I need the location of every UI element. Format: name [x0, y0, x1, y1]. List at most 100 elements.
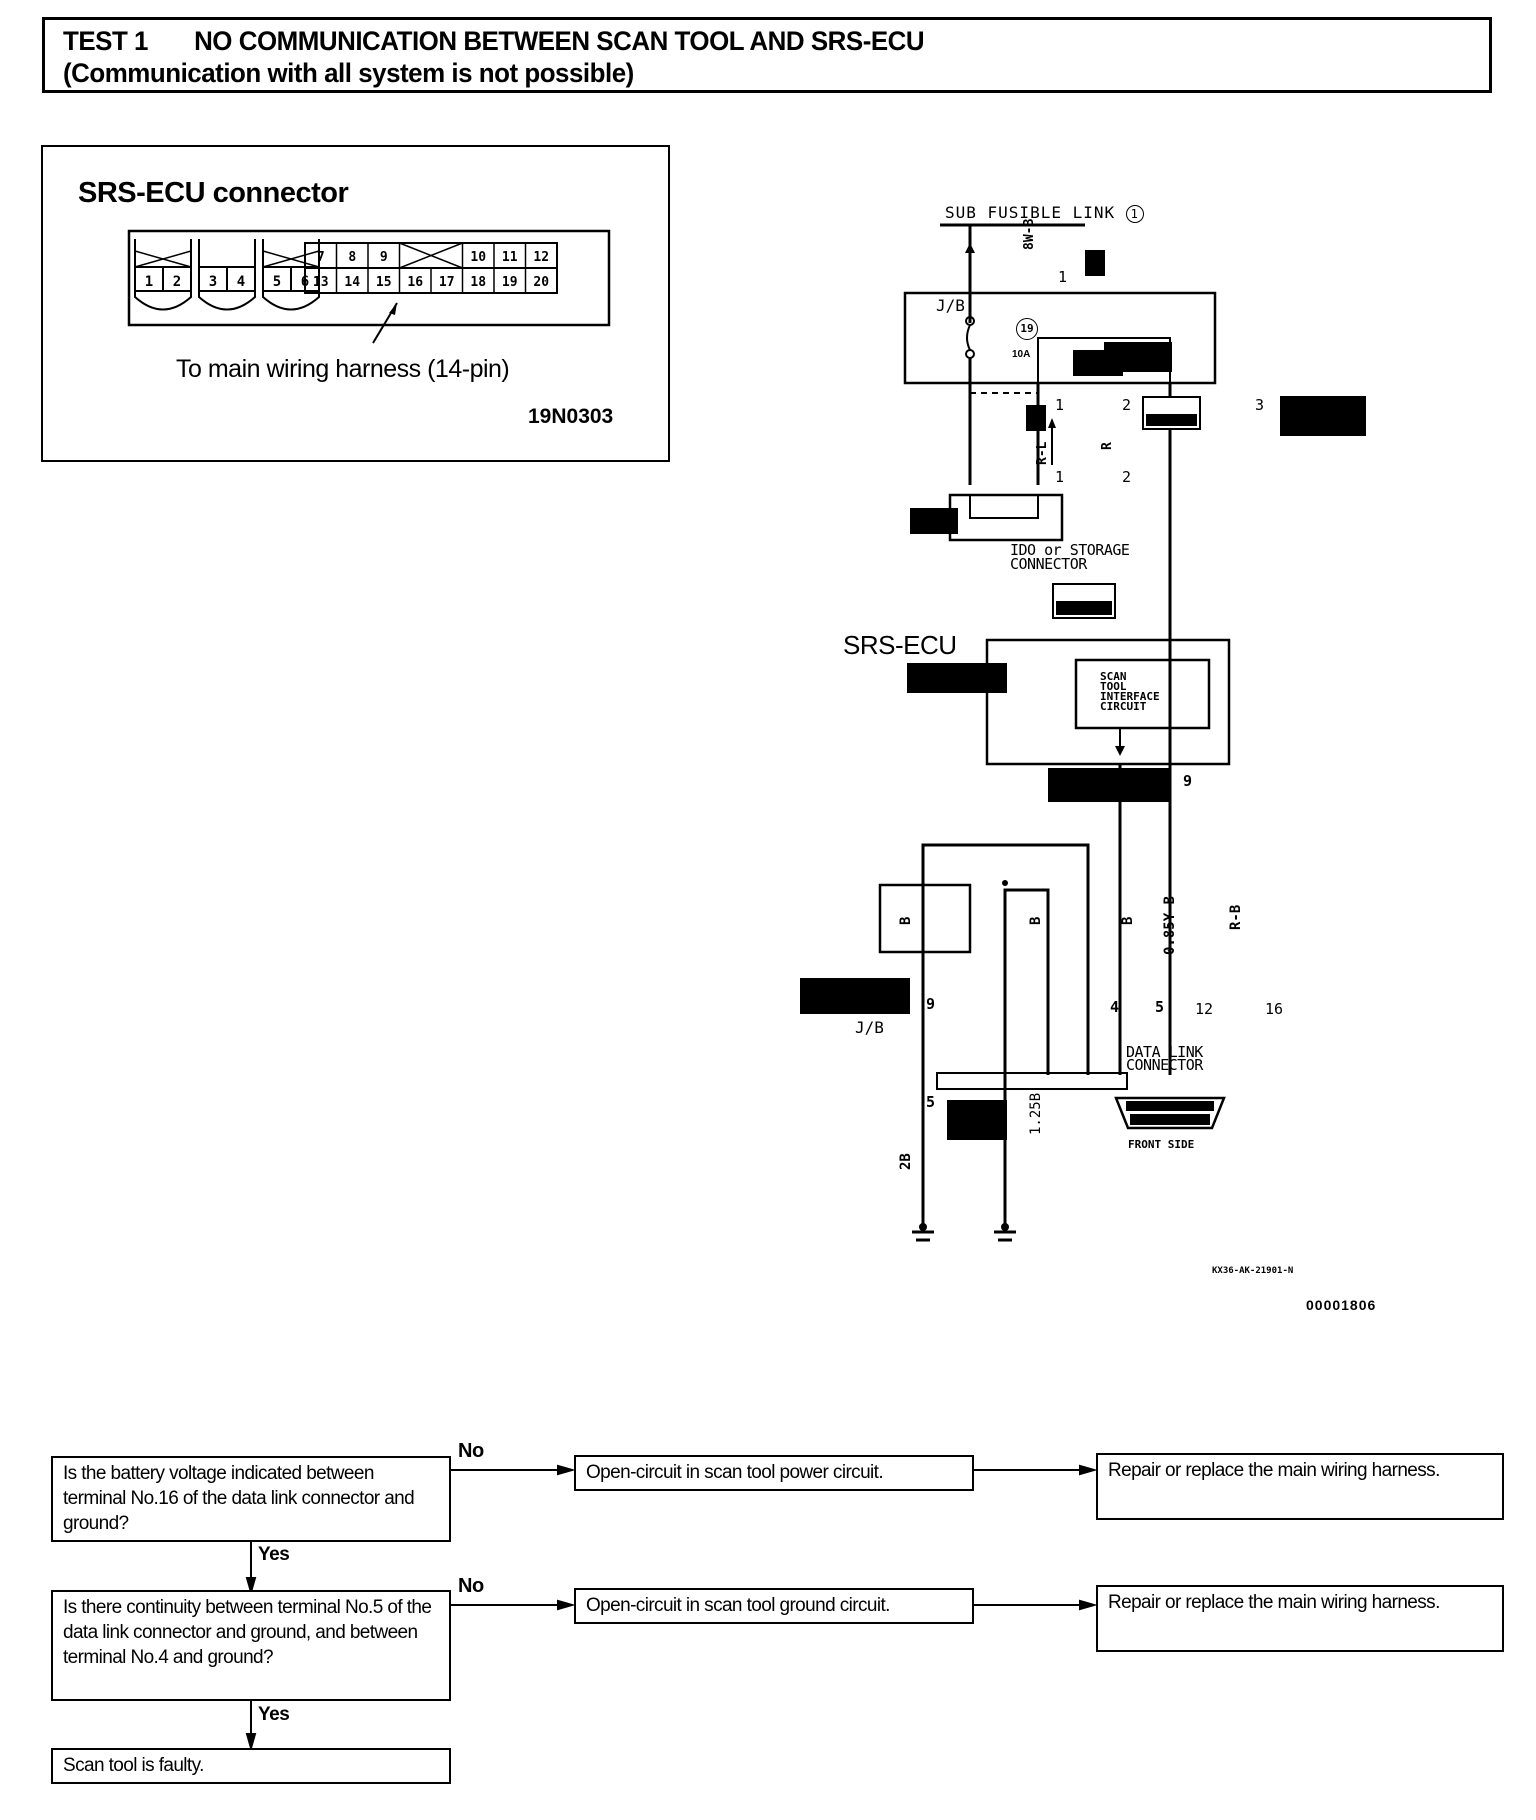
q2-yes-label: Yes — [258, 1704, 290, 1725]
terminal-arrow-jb-1 — [965, 243, 975, 253]
jb-lower-terminal-5: 5 — [926, 1093, 936, 1111]
connector-pin-18: 18 — [470, 275, 486, 290]
connector-icon-jb-top — [1026, 405, 1046, 431]
test-title: TEST 1 NO COMMUNICATION BETWEEN SCAN TOOL… — [63, 26, 925, 57]
connector-icon-jb-lower-5 — [947, 1100, 1007, 1140]
q1-yes-label: Yes — [258, 1544, 290, 1565]
connector-pin-3: 3 — [209, 274, 217, 290]
connector-icon-jb-2 — [1142, 396, 1201, 430]
fuse-number: 19 — [1016, 318, 1038, 340]
q1-no-arrowhead — [557, 1464, 576, 1476]
connector-icon-ido — [910, 508, 958, 534]
r1-arrowhead — [1079, 1464, 1098, 1476]
connector-pin-7: 7 — [317, 250, 325, 265]
connector-icon-ido — [1052, 583, 1116, 619]
test-number: TEST 1 — [63, 26, 148, 56]
flowchart-question-1: Is the battery voltage indicated between… — [51, 1456, 451, 1542]
fusible-link-number: 1 — [1125, 205, 1144, 223]
ido-terminal-1: 1 — [1055, 468, 1065, 486]
connector-pin-15: 15 — [376, 275, 392, 290]
dlc-terminal-5: 5 — [1155, 998, 1165, 1016]
connector-caption: To main wiring harness (14-pin) — [176, 355, 510, 383]
connector-pin-17: 17 — [439, 275, 455, 290]
ground-point-1 — [919, 1223, 927, 1231]
wire-125b — [1003, 888, 1050, 1230]
test-header: TEST 1 NO COMMUNICATION BETWEEN SCAN TOOL… — [42, 17, 1492, 93]
ecu-output-arrow — [1115, 746, 1125, 756]
connector-pin-2: 2 — [173, 274, 181, 290]
diagram-figure-code: 00001806 — [1306, 1297, 1377, 1313]
wire-b-loop — [921, 843, 1090, 1230]
flowchart-result-2: Open-circuit in scan tool ground circuit… — [574, 1588, 974, 1624]
srs-ecu-box — [985, 638, 1231, 766]
q2-no-arrowhead — [557, 1599, 576, 1611]
connector-pin-13: 13 — [313, 275, 329, 290]
signal-direction-arrow — [1048, 418, 1056, 428]
dlc-front-side-label: FRONT SIDE — [1128, 1138, 1195, 1151]
jb-terminal-2: 2 — [1122, 396, 1132, 414]
connector-pin-12: 12 — [533, 250, 549, 265]
flowchart-question-2: Is there continuity between terminal No.… — [51, 1590, 451, 1701]
srs-ecu-label: SRS-ECU — [843, 630, 957, 660]
q2-no-label: No — [458, 1575, 484, 1597]
r2-arrowhead — [1079, 1599, 1098, 1611]
q1-no-label: No — [458, 1440, 484, 1462]
connector-icon-jb-3 — [1104, 342, 1172, 372]
connector-pin-10: 10 — [470, 250, 486, 265]
connector-panel-title: SRS-ECU connector — [78, 177, 349, 209]
jb-lower-label: J/B — [855, 1018, 884, 1037]
connector-outline — [127, 229, 611, 327]
connector-figure-code: 19N0303 — [528, 405, 614, 428]
fuse-element — [966, 324, 971, 351]
connector-icon-ecu — [1048, 768, 1170, 802]
sub-fusible-link-label: SUB FUSIBLE LINK 1 — [945, 203, 1144, 223]
connector-icon-jb-3 — [1280, 396, 1366, 436]
jb-terminal-1: 1 — [1055, 396, 1065, 414]
flowchart-action-1: Repair or replace the main wiring harnes… — [1096, 1453, 1504, 1520]
fuse-rating: 10A — [1012, 349, 1031, 360]
connector-pin-1: 1 — [145, 274, 153, 290]
flowchart-result-1: Open-circuit in scan tool power circuit. — [574, 1455, 974, 1491]
scan-tool-interface-circuit — [1074, 658, 1211, 730]
connector-pin-9: 9 — [380, 250, 388, 265]
junction-block-lower — [878, 883, 972, 954]
connector-pin-14: 14 — [344, 275, 360, 290]
splice-point — [1002, 880, 1008, 886]
dlc-terminal-16: 16 — [1265, 1000, 1284, 1018]
test-subtitle: (Communication with all system is not po… — [63, 58, 634, 88]
jb-input-terminal: 1 — [1058, 268, 1068, 286]
flowchart-action-2: Repair or replace the main wiring harnes… — [1096, 1585, 1504, 1652]
connector-icon-jb-feed — [1085, 250, 1105, 276]
ground-point-2 — [1001, 1223, 1009, 1231]
connector-icon-jb-lower-9 — [800, 978, 910, 1014]
connector-pin-19: 19 — [502, 275, 518, 290]
ecu-terminal: 9 — [1183, 772, 1193, 790]
wiring-diagram — [878, 223, 1231, 1242]
connector-pin-16: 16 — [407, 275, 423, 290]
dlc-front-face-icon — [1114, 1096, 1226, 1130]
test-heading: NO COMMUNICATION BETWEEN SCAN TOOL AND S… — [194, 26, 925, 56]
ido-terminal-2: 2 — [1122, 468, 1132, 486]
diagram-reference-code: KX36-AK-21901-N — [1212, 1266, 1294, 1276]
connector-pin-4: 4 — [237, 274, 245, 290]
jb-terminal-3: 3 — [1255, 396, 1265, 414]
connector-icon-ecu — [907, 663, 1007, 693]
jb-lower-terminal-9: 9 — [926, 995, 936, 1013]
flowchart-end-result: Scan tool is faulty. — [51, 1748, 451, 1784]
data-link-connector — [936, 1072, 1128, 1090]
connector-pin-5: 5 — [273, 274, 281, 290]
connector-pin-11: 11 — [502, 250, 518, 265]
q1-yes-arrowhead — [245, 1577, 257, 1596]
connector-pin-20: 20 — [533, 275, 549, 290]
q2-yes-arrowhead — [245, 1733, 257, 1752]
dlc-terminal-12: 12 — [1195, 1000, 1214, 1018]
junction-block — [903, 291, 1217, 385]
